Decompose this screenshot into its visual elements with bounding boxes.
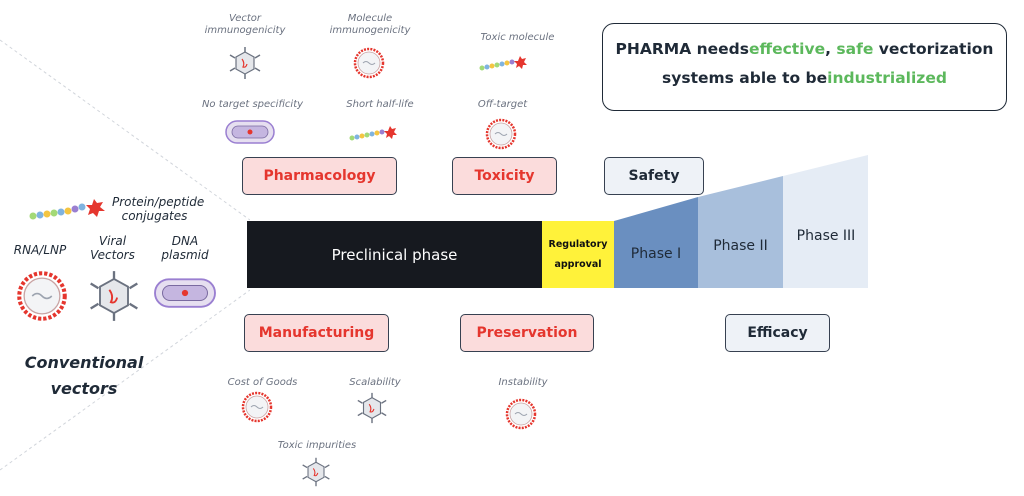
preclinical-phase-segment: Preclinical phase (247, 221, 542, 288)
clinical-phases-wedge (614, 155, 868, 288)
efficacy-box: Efficacy (725, 314, 830, 352)
note-instability: Instability (498, 377, 548, 388)
note-short-half-life: Short half-life (346, 99, 414, 110)
viral-vector-icon (90, 271, 138, 321)
phase-3-segment (783, 155, 868, 288)
note-toxic-molecule: Toxic molecule (480, 32, 555, 43)
peptide-conjugate-icon (479, 56, 527, 71)
regulatory-label-line-1: Regulatory (548, 238, 608, 250)
lipid-nanoparticle-icon (17, 271, 67, 321)
phase-1-segment (614, 197, 698, 288)
viral-vector-icon (357, 392, 387, 424)
phase-3-label: Phase III (796, 228, 856, 244)
protein-label-line-1: Protein/peptide (112, 195, 205, 209)
dna-plasmid-icon (154, 278, 216, 308)
phase-2-label: Phase II (713, 238, 768, 254)
protein-peptide-label: Protein/peptide conjugates (112, 195, 205, 223)
lipid-nanoparticle-icon (241, 391, 273, 423)
viral-vector-icon (229, 47, 261, 79)
note-toxic-impurities: Toxic impurities (277, 440, 357, 451)
protein-label-line-2: conjugates (121, 209, 188, 223)
note-vector-immunogenicity: Vector immunogenicity (204, 13, 286, 36)
viral-vector-icon (302, 457, 330, 487)
note-scalability: Scalability (349, 377, 401, 388)
safety-box: Safety (604, 157, 704, 195)
headline-line-1: PHARMA needseffective, safe vectorizatio… (603, 40, 1006, 58)
headline-vectorization: vectorization (873, 40, 994, 58)
toxicity-box: Toxicity (452, 157, 557, 195)
note-molecule-immunogenicity: Molecule immunogenicity (329, 13, 411, 36)
lipid-nanoparticle-icon (485, 118, 517, 150)
regulatory-label-line-2: approval (554, 258, 602, 270)
lipid-nanoparticle-icon (353, 47, 385, 79)
headline-pharma: PHARMA needs (615, 40, 749, 58)
headline-effective: effective (749, 40, 826, 58)
peptide-conjugate-icon (349, 126, 397, 141)
conventional-title-line-1: Conventional (24, 353, 144, 372)
pharmacology-box: Pharmacology (242, 157, 397, 195)
dna-plasmid-icon (225, 120, 275, 144)
note-off-target: Off-target (477, 99, 528, 110)
phase-1-label: Phase I (630, 246, 682, 262)
dna-label-line-2: plasmid (161, 248, 209, 262)
dna-label-line-1: DNA (171, 234, 199, 248)
lipid-nanoparticle-icon (505, 398, 537, 430)
headline-line-2: systems able to beindustrialized (603, 69, 1006, 87)
headline-industrialized: industrialized (827, 69, 947, 87)
viral-label-line-1: Viral (98, 234, 127, 248)
manufacturing-box: Manufacturing (244, 314, 389, 352)
conventional-vectors-title: Conventional vectors (14, 350, 154, 402)
headline-safe: safe (836, 40, 874, 58)
conventional-title-line-2: vectors (50, 379, 118, 398)
headline-box: PHARMA needseffective, safe vectorizatio… (602, 23, 1007, 111)
headline-systems: systems able to be (662, 69, 828, 87)
dna-plasmid-label: DNA plasmid (155, 234, 215, 262)
rna-lnp-label: RNA/LNP (13, 243, 67, 257)
preservation-box: Preservation (460, 314, 594, 352)
viral-vectors-label: Viral Vectors (85, 234, 140, 262)
note-no-target-specificity: No target specificity (201, 99, 304, 110)
peptide-conjugate-icon (29, 199, 105, 220)
viral-label-line-2: Vectors (90, 248, 135, 262)
regulatory-approval-segment: Regulatory approval (542, 221, 614, 288)
phase-2-segment (698, 176, 783, 288)
note-cost-of-goods: Cost of Goods (227, 377, 298, 388)
headline-comma: , (825, 40, 837, 58)
